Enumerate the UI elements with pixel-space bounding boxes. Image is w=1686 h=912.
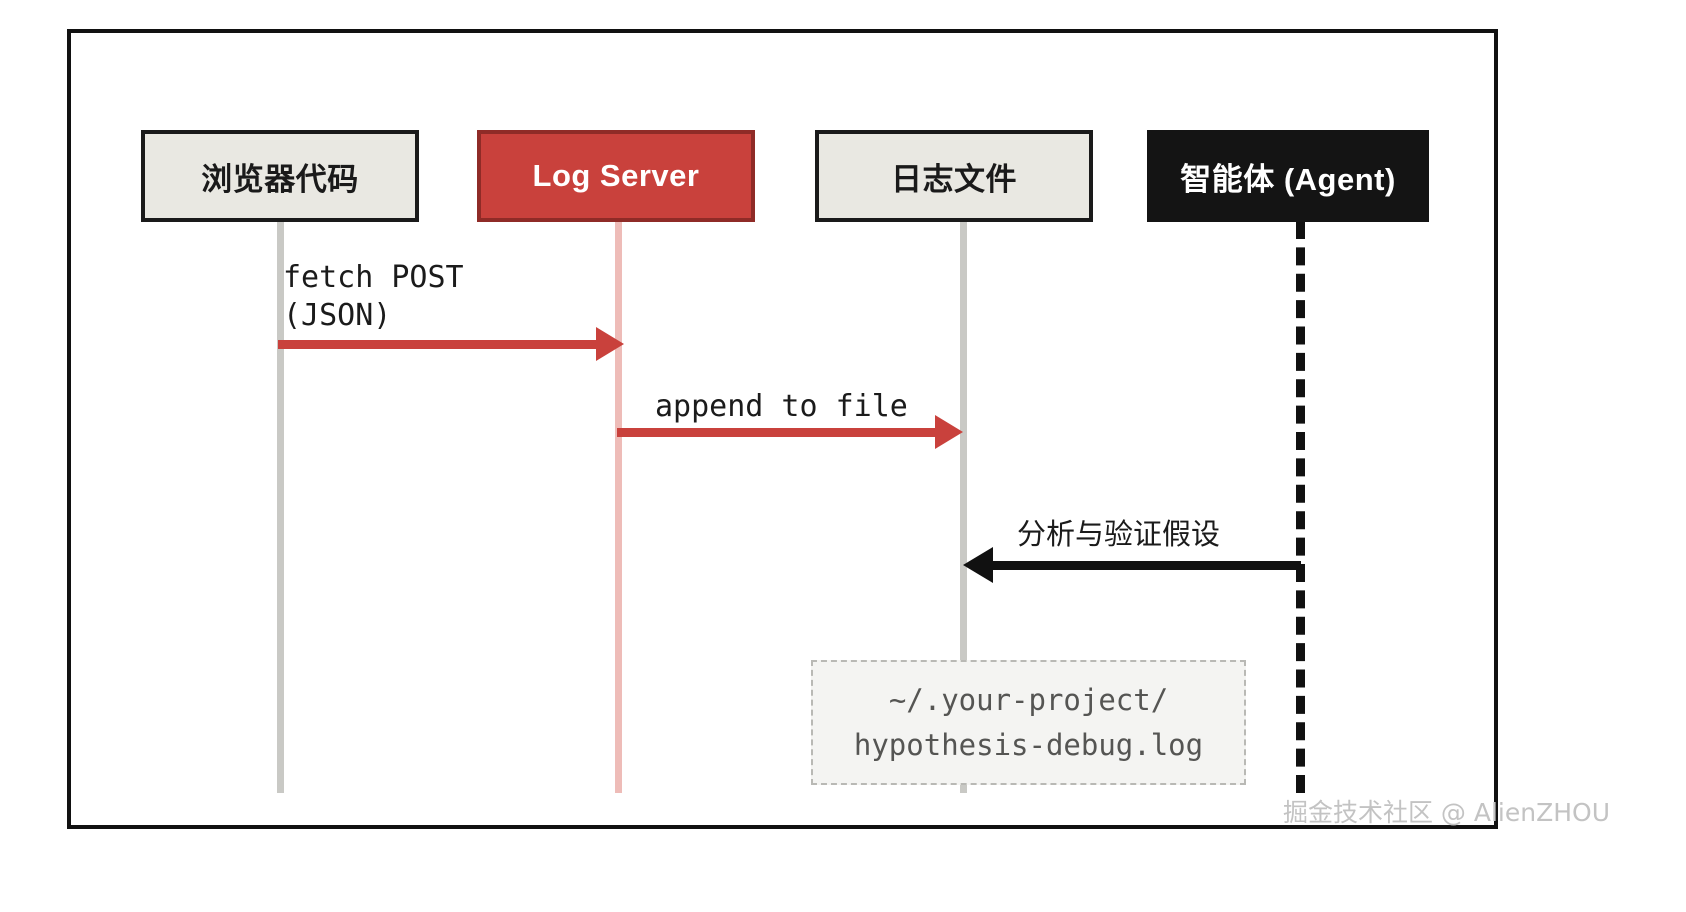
- message-2-arrowhead-icon: [935, 415, 963, 449]
- participant-logfile-label: 日志文件: [891, 161, 1017, 197]
- participant-agent[interactable]: 智能体 (Agent): [1147, 130, 1429, 222]
- lifeline-browser: [277, 221, 284, 793]
- message-3-label: 分析与验证假设: [1017, 517, 1221, 551]
- message-2-line: [617, 428, 947, 437]
- lifeline-logfile: [960, 221, 967, 793]
- watermark: 掘金技术社区 @ AlienZHOU: [1282, 798, 1610, 827]
- participant-browser[interactable]: 浏览器代码: [141, 130, 419, 222]
- message-1-label: fetch POST (JSON): [283, 260, 464, 334]
- note-line-2: hypothesis-debug.log: [853, 727, 1204, 762]
- message-1-line: [278, 340, 608, 349]
- note-line-1: ~/.your-project/: [888, 682, 1169, 717]
- participant-logserver-label: Log Server: [532, 158, 700, 193]
- lifeline-agent: [1296, 221, 1305, 793]
- message-3-arrowhead-icon: [963, 547, 993, 583]
- participant-agent-label: 智能体 (Agent): [1180, 161, 1396, 197]
- message-1-arrowhead-icon: [596, 327, 624, 361]
- participant-logfile[interactable]: 日志文件: [815, 130, 1093, 222]
- message-2-label: append to file: [655, 389, 908, 424]
- note-log-path: ~/.your-project/ hypothesis-debug.log: [811, 660, 1246, 785]
- message-3-line: [993, 561, 1301, 570]
- participant-logserver[interactable]: Log Server: [477, 130, 755, 222]
- diagram-frame: 浏览器代码 Log Server 日志文件 智能体 (Agent) fetch …: [67, 29, 1498, 829]
- lifeline-logserver: [615, 221, 622, 793]
- participant-browser-label: 浏览器代码: [201, 161, 359, 197]
